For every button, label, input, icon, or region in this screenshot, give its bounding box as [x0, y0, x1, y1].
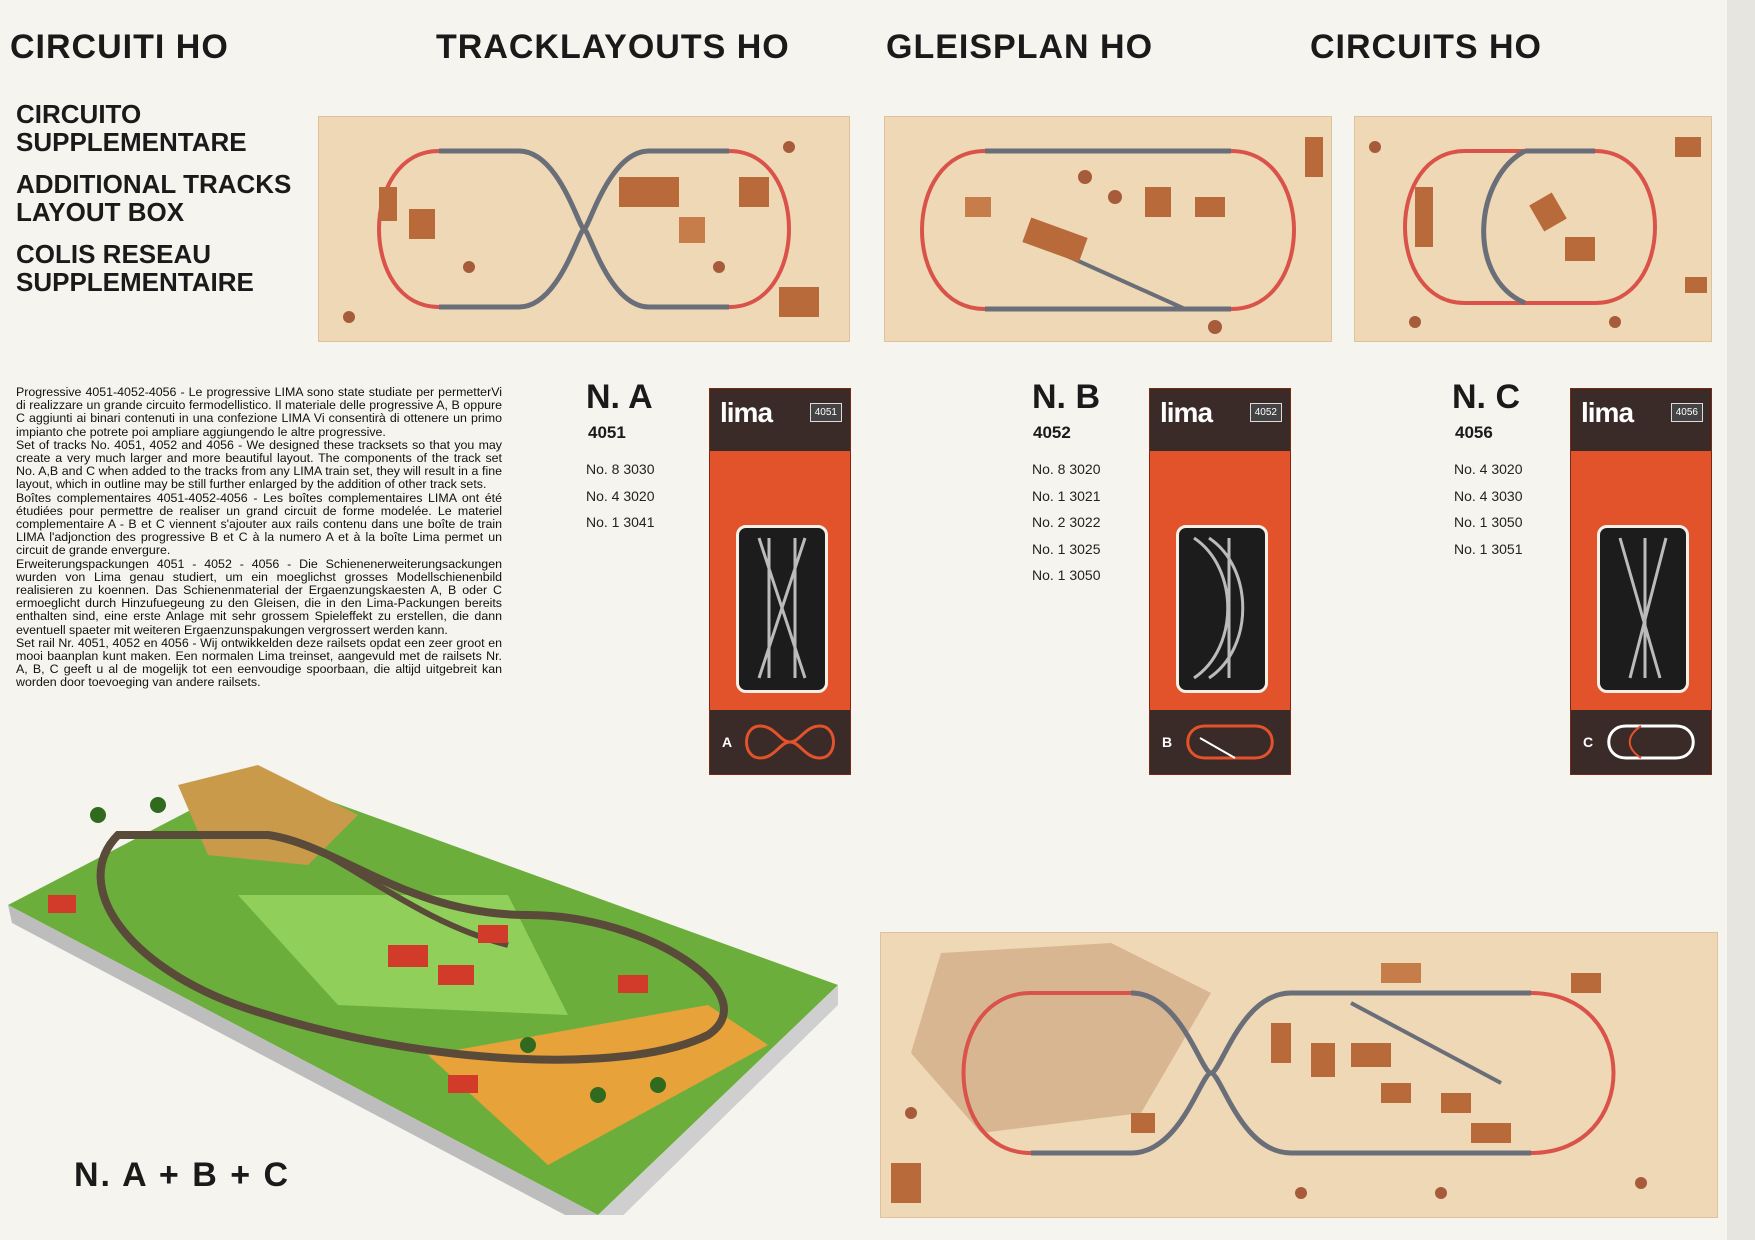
box-window [1176, 525, 1268, 693]
header-english: TRACKLAYOUTS HO [436, 28, 790, 66]
box-window [1597, 525, 1689, 693]
list-item: No. 4 3030 [1454, 487, 1523, 504]
box-number: 4051 [809, 403, 842, 422]
list-item: No. 4 3020 [586, 487, 655, 504]
subtitle-english: ADDITIONAL TRACKS LAYOUT BOX [16, 169, 292, 227]
set-c-title: N. C [1452, 378, 1520, 416]
set-c-letter: C [1583, 734, 1594, 750]
set-a-contents: No. 8 3030 No. 4 3020 No. 1 3041 [586, 461, 655, 541]
list-item: No. 4 3020 [1454, 461, 1523, 477]
figure-eight-icon [745, 724, 835, 760]
set-b-contents: No. 8 3020 No. 1 3021 No. 2 3022 No. 1 3… [1032, 461, 1101, 594]
description-german: Erweiterungspackungen 4051 - 4052 - 4056… [16, 556, 502, 637]
oval-siding-icon [1186, 724, 1274, 760]
track-plan-c-drawing [1369, 137, 1707, 328]
box-number: 4052 [1249, 403, 1282, 422]
set-b-code: 4052 [1033, 423, 1071, 442]
track-plan-a-drawing [343, 141, 819, 323]
set-c-box: lima 4056 C [1570, 388, 1712, 775]
header-german: GLEISPLAN HO [886, 28, 1154, 66]
track-plan-a [318, 116, 850, 342]
combined-sets-title: N. A + B + C [74, 1156, 291, 1194]
list-item: No. 1 3051 [1454, 540, 1523, 557]
set-a-code: 4051 [588, 423, 626, 442]
set-c-contents: No. 4 3020 No. 4 3030 No. 1 3050 No. 1 3… [1454, 461, 1523, 567]
box-number: 4056 [1670, 403, 1703, 422]
page-edge [1727, 0, 1755, 1240]
set-a-box: lima 4051 A [709, 388, 851, 775]
set-a-title: N. A [586, 378, 653, 416]
subtitle-french: COLIS RESEAU SUPPLEMENTAIRE [16, 239, 254, 297]
description-english: Set of tracks No. 4051, 4052 and 4056 - … [16, 437, 502, 492]
list-item: No. 2 3022 [1032, 514, 1101, 530]
list-item: No. 1 3041 [586, 514, 655, 530]
description-text: Progressive 4051-4052-4056 - Le progress… [16, 385, 502, 690]
track-plan-combined-drawing [891, 943, 1647, 1203]
set-b-box: lima 4052 B [1149, 388, 1291, 775]
header-french: CIRCUITS HO [1310, 28, 1542, 66]
list-item: No. 1 3025 [1032, 540, 1101, 557]
track-plan-b-drawing [920, 137, 1323, 334]
box-window [736, 525, 828, 693]
description-french: Boîtes complementaires 4051-4052-4056 - … [16, 490, 502, 558]
lima-logo: lima [1581, 397, 1634, 428]
diorama-drawing [8, 765, 838, 1235]
list-item: No. 8 3020 [1032, 461, 1101, 477]
track-plan-combined [880, 932, 1718, 1218]
track-plan-c [1354, 116, 1712, 342]
oval-track-icon [1607, 724, 1695, 760]
layout-diorama-illustration [8, 745, 848, 1235]
description-italian: Progressive 4051-4052-4056 - Le progress… [16, 385, 502, 439]
track-pieces-icon [1193, 536, 1245, 680]
lima-logo: lima [1160, 397, 1213, 428]
list-item: No. 1 3050 [1454, 514, 1523, 530]
subtitle-italian: CIRCUITO SUPPLEMENTARE [16, 99, 247, 157]
set-c-code: 4056 [1455, 423, 1493, 442]
set-a-letter: A [722, 734, 733, 750]
list-item: No. 1 3050 [1032, 567, 1101, 583]
track-pieces-icon [757, 537, 807, 679]
list-item: No. 1 3021 [1032, 487, 1101, 504]
list-item: No. 8 3030 [586, 461, 655, 477]
track-plan-b [884, 116, 1332, 342]
header-italian: CIRCUITI HO [10, 28, 229, 66]
lima-logo: lima [720, 397, 773, 428]
set-b-letter: B [1162, 734, 1173, 750]
track-pieces-icon [1618, 537, 1668, 679]
set-b-title: N. B [1032, 378, 1100, 416]
description-dutch: Set rail Nr. 4051, 4052 en 4056 - Wij on… [16, 635, 502, 690]
